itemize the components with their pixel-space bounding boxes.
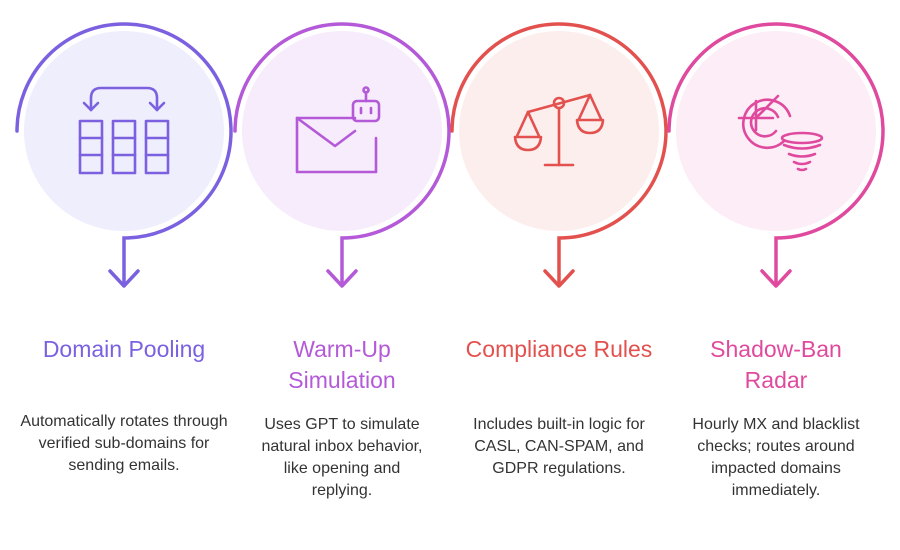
step-2-graphic: [233, 22, 451, 288]
step-2-description: Uses GPT to simulate natural inbox behav…: [261, 416, 423, 499]
step-3-graphic: [450, 22, 668, 288]
step-2-arrow-head: [326, 269, 358, 288]
step-4-ring: [667, 22, 885, 287]
step-1-title: Domain Pooling: [42, 336, 206, 362]
step-2-circle: [242, 31, 442, 231]
step-4-arrow-head: [760, 269, 792, 288]
step-2-ring: [233, 22, 451, 287]
domain-rotation-icon: [78, 86, 170, 175]
envelope-robot-icon: [295, 86, 381, 174]
step-4-description: Hourly MX and blacklist checks; routes a…: [692, 416, 860, 499]
step-3-arrow-head: [543, 269, 575, 288]
step-1-arrow-head: [108, 269, 140, 288]
step-1-ring: [15, 22, 233, 287]
radar-tornado-icon: [737, 94, 824, 172]
step-3-title: Compliance Rules: [465, 336, 653, 362]
step-1-circle: [24, 31, 224, 231]
step-1-description: Automatically rotates through verified s…: [20, 413, 228, 474]
scales-icon: [513, 93, 605, 167]
step-2-title: Warm-Up Simulation: [288, 336, 396, 393]
step-3-ring: [450, 22, 668, 287]
step-4-title: Shadow-Ban Radar: [710, 336, 842, 393]
step-1-graphic: [15, 22, 233, 288]
step-4-graphic: [667, 22, 885, 288]
step-3-description: Includes built-in logic for CASL, CAN-SP…: [473, 416, 645, 477]
